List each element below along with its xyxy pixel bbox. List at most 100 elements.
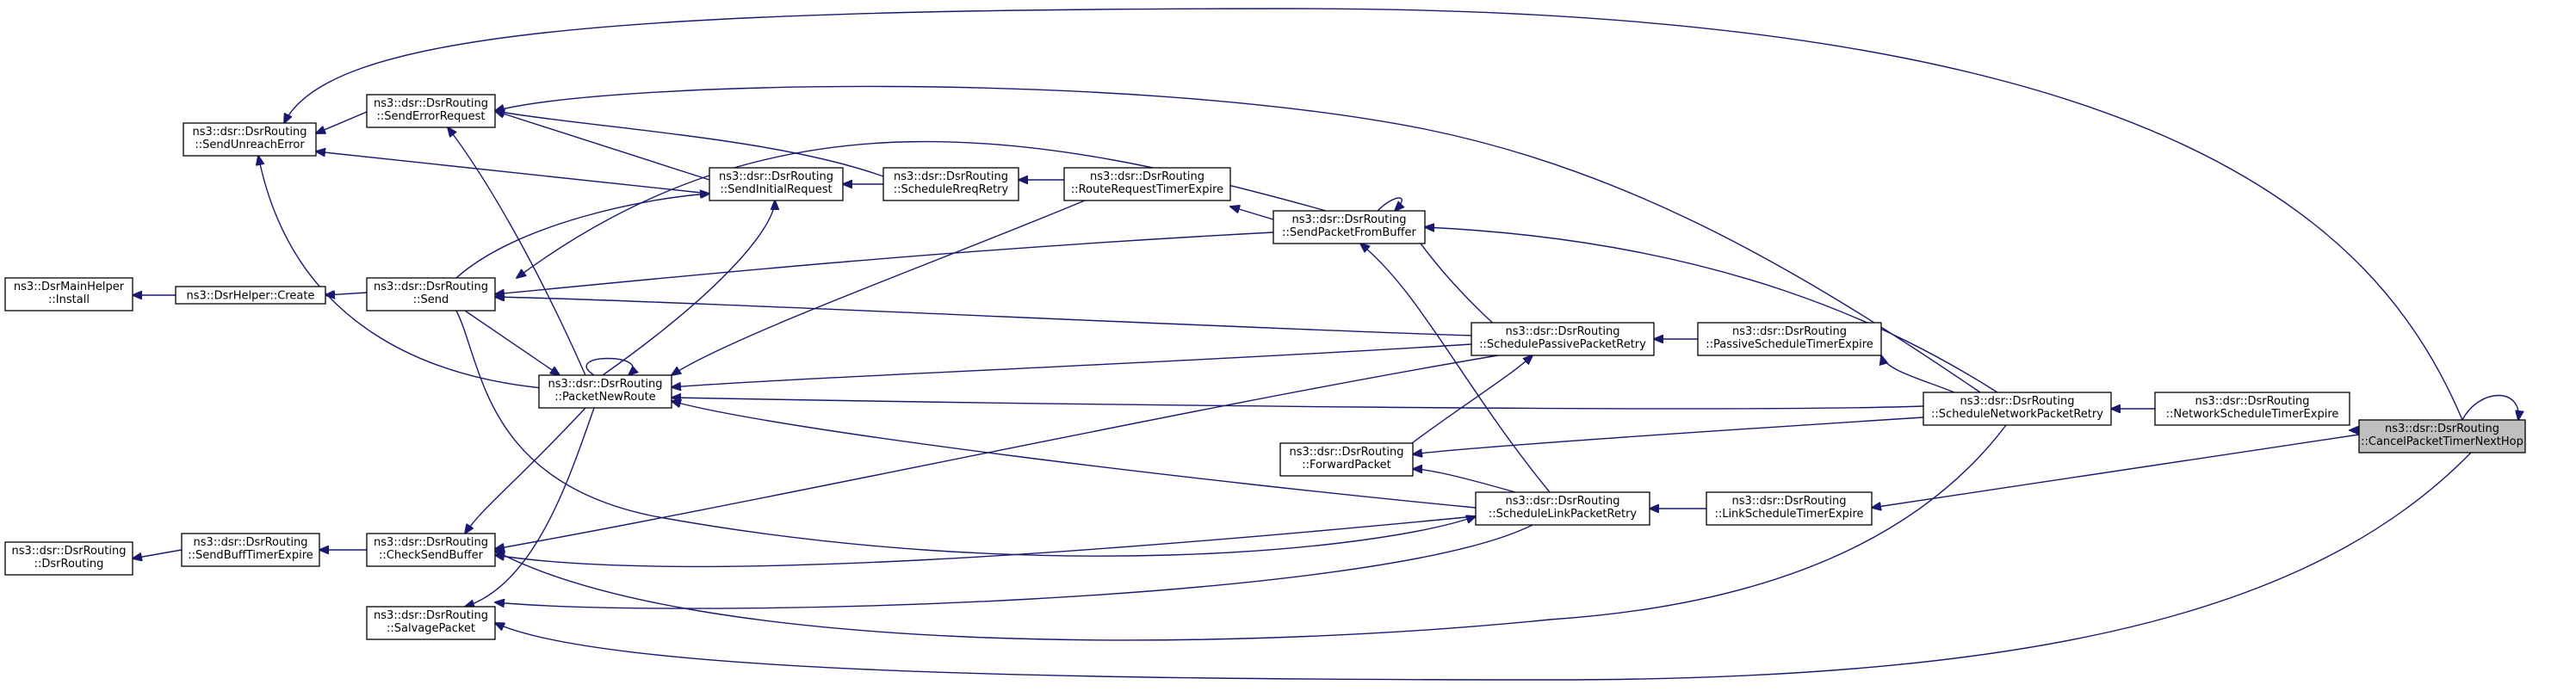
edge-sendbuf-self xyxy=(1377,197,1402,211)
node-label-line: ::ScheduleRreqRetry xyxy=(894,183,1009,196)
edges xyxy=(133,8,2518,681)
node-box xyxy=(1923,392,2112,426)
edge-schednet-forward xyxy=(1413,416,1924,454)
node-label-line: ::SendUnreachError xyxy=(195,139,305,151)
node-label-line: ::CancelPacketTimerNextHop xyxy=(2361,435,2523,448)
node-schednet[interactable]: ns3::dsr::DsrRouting::ScheduleNetworkPac… xyxy=(1923,392,2112,426)
node-sendunreach[interactable]: ns3::dsr::DsrRouting::SendUnreachError xyxy=(183,122,317,157)
node-label-line: ::LinkScheduleTimerExpire xyxy=(1714,508,1863,521)
node-sendinit[interactable]: ns3::dsr::DsrRouting::SendInitialRequest xyxy=(709,167,844,201)
edge-senderr-sendunreach xyxy=(316,111,368,133)
node-label-line: ns3::dsr::DsrRouting xyxy=(548,378,663,391)
node-label-line: ::Install xyxy=(48,293,90,306)
edge-checksend-packetnew xyxy=(465,407,586,534)
node-send[interactable]: ns3::dsr::DsrRouting::Send xyxy=(366,277,496,312)
node-forward[interactable]: ns3::dsr::DsrRouting::ForwardPacket xyxy=(1279,442,1414,477)
node-salvage[interactable]: ns3::dsr::DsrRouting::SalvagePacket xyxy=(366,606,496,640)
node-label-line: ::RouteRequestTimerExpire xyxy=(1071,183,1223,196)
edge-sendbufftimer-dsrrouting xyxy=(133,549,183,558)
node-packetnew[interactable]: ns3::dsr::DsrRouting::PacketNewRoute xyxy=(538,374,672,409)
nodes: ns3::dsr::DsrRouting::CancelPacketTimerN… xyxy=(4,94,2526,640)
node-helpercreate[interactable]: ns3::DsrHelper::Create xyxy=(175,286,326,305)
node-senderr[interactable]: ns3::dsr::DsrRouting::SendErrorRequest xyxy=(366,94,496,128)
node-schedreq[interactable]: ns3::dsr::DsrRouting::ScheduleRreqRetry xyxy=(882,167,1019,201)
node-label-line: ns3::dsr::DsrRouting xyxy=(374,536,488,549)
edge-send-packetnew xyxy=(464,310,560,375)
node-box xyxy=(1273,210,1426,244)
edge-sendbuf-routereq xyxy=(1230,207,1274,220)
edge-packetnew-sendunreach xyxy=(258,156,552,390)
node-box xyxy=(1697,322,1882,356)
edge-send-helpercreate xyxy=(325,293,368,295)
node-label-line: ::NetworkScheduleTimerExpire xyxy=(2166,408,2339,421)
node-label-line: ns3::dsr::DsrRouting xyxy=(194,536,308,549)
node-passivesched[interactable]: ns3::dsr::DsrRouting::PassiveScheduleTim… xyxy=(1697,322,1882,356)
node-label-line: ns3::dsr::DsrRouting xyxy=(374,97,488,110)
node-box xyxy=(1279,442,1414,477)
edge-packetnew-senderr xyxy=(448,127,586,376)
node-box xyxy=(181,533,320,567)
node-label-line: ::SendPacketFromBuffer xyxy=(1282,226,1416,239)
node-label-line: ns3::dsr::DsrRouting xyxy=(1290,446,1404,459)
node-label-line: ns3::dsr::DsrRouting xyxy=(2385,423,2499,435)
node-box xyxy=(1706,491,1873,526)
node-cancel[interactable]: ns3::dsr::DsrRouting::CancelPacketTimerN… xyxy=(2358,419,2526,453)
node-box xyxy=(175,286,326,305)
node-label-line: ::ScheduleLinkPacketRetry xyxy=(1489,508,1638,521)
node-label-line: ns3::dsr::DsrRouting xyxy=(1506,325,1620,338)
node-box xyxy=(4,541,133,576)
node-sendbuf[interactable]: ns3::dsr::DsrRouting::SendPacketFromBuff… xyxy=(1273,210,1426,244)
node-label-line: ::PacketNewRoute xyxy=(554,391,655,404)
node-routereq[interactable]: ns3::dsr::DsrRouting::RouteRequestTimerE… xyxy=(1063,167,1231,201)
node-schedpassive[interactable]: ns3::dsr::DsrRouting::SchedulePassivePac… xyxy=(1471,322,1655,356)
edge-schednet-sendbuf xyxy=(1425,227,1998,393)
node-box xyxy=(882,167,1019,201)
edge-salvage-packetnew xyxy=(465,407,595,607)
edge-schedpassive-send xyxy=(495,297,1472,336)
edge-cancel-self xyxy=(2461,394,2518,421)
node-label-line: ::PassiveScheduleTimerExpire xyxy=(1706,338,1873,351)
node-box xyxy=(538,374,672,409)
node-box xyxy=(1475,491,1650,526)
node-box xyxy=(709,167,844,201)
node-label-line: ::ForwardPacket xyxy=(1302,459,1391,472)
node-label-line: ns3::dsr::DsrRouting xyxy=(2195,395,2310,408)
edge-schednet-checksend xyxy=(495,424,2007,641)
node-box xyxy=(366,277,496,312)
edge-schedpassive-checksend xyxy=(495,355,1499,549)
node-sendbufftimer[interactable]: ns3::dsr::DsrRouting::SendBuffTimerExpir… xyxy=(181,533,320,567)
edge-schedlink-checksend2 xyxy=(495,524,1533,609)
edge-routereq-packetnew xyxy=(672,200,1086,375)
node-box xyxy=(2358,419,2526,453)
node-schedlink[interactable]: ns3::dsr::DsrRouting::ScheduleLinkPacket… xyxy=(1475,491,1650,526)
node-dsrrouting[interactable]: ns3::dsr::DsrRouting::DsrRouting xyxy=(4,541,133,576)
edge-packetnew-self xyxy=(585,357,633,376)
node-label-line: ::SendInitialRequest xyxy=(720,183,832,196)
node-box xyxy=(4,277,133,312)
node-label-line: ns3::dsr::DsrRouting xyxy=(894,170,1008,183)
edge-sendbuf-send xyxy=(495,231,1274,294)
node-label-line: ns3::dsr::DsrRouting xyxy=(1090,170,1204,183)
node-checksend[interactable]: ns3::dsr::DsrRouting::CheckSendBuffer xyxy=(366,533,496,567)
node-box xyxy=(366,94,496,128)
node-label-line: ::SchedulePassivePacketRetry xyxy=(1479,338,1646,351)
node-label-line: ::DsrRouting xyxy=(34,558,104,571)
node-box xyxy=(2154,392,2350,426)
edge-packetnew-sendinit xyxy=(602,201,775,376)
node-netsched[interactable]: ns3::dsr::DsrRouting::NetworkScheduleTim… xyxy=(2154,392,2350,426)
node-box xyxy=(1063,167,1231,201)
edge-sendinit-senderr xyxy=(495,111,710,181)
node-label-line: ns3::DsrHelper::Create xyxy=(187,290,315,303)
node-box xyxy=(1471,322,1655,356)
node-label-line: ns3::dsr::DsrRouting xyxy=(12,545,127,558)
node-label-line: ns3::dsr::DsrRouting xyxy=(193,126,307,139)
node-linksched[interactable]: ns3::dsr::DsrRouting::LinkScheduleTimerE… xyxy=(1706,491,1873,526)
node-label-line: ns3::dsr::DsrRouting xyxy=(374,609,488,622)
node-label-line: ::Send xyxy=(413,293,449,306)
edge-schedlink-sendbuf xyxy=(1360,244,1551,493)
edge-schedpassive-packetnew xyxy=(672,343,1472,387)
node-label-line: ns3::dsr::DsrRouting xyxy=(374,281,488,293)
edge-forward-schedpassive xyxy=(1411,355,1533,444)
node-mainhelper[interactable]: ns3::DsrMainHelper::Install xyxy=(4,277,133,312)
